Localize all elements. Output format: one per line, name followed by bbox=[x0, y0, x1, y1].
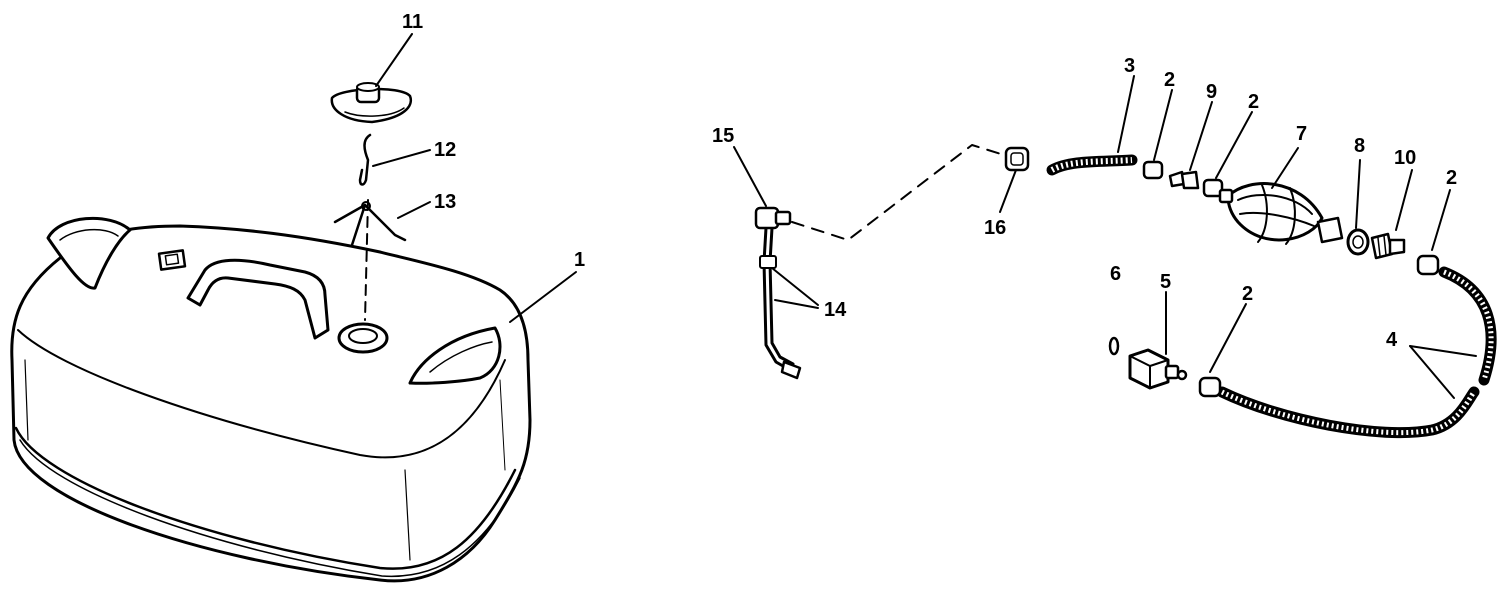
callout-10: 10 bbox=[1394, 147, 1416, 169]
callout-1: 1 bbox=[574, 249, 585, 271]
fitting-10 bbox=[1370, 232, 1406, 260]
callout-11: 11 bbox=[402, 11, 423, 33]
callout-14: 14 bbox=[824, 299, 847, 321]
callout-13: 13 bbox=[434, 191, 456, 213]
callout-6: 6 bbox=[1110, 263, 1121, 285]
fuel-pickup bbox=[754, 206, 802, 380]
callout-9: 9 bbox=[1206, 81, 1217, 103]
cap-chain bbox=[358, 133, 372, 186]
filler-cap bbox=[330, 82, 413, 124]
callout-2-d: 2 bbox=[1242, 283, 1253, 305]
callout-2-a: 2 bbox=[1164, 69, 1175, 91]
primer-bulb bbox=[1218, 182, 1344, 245]
connector-5 bbox=[1128, 348, 1188, 390]
clamp-2d bbox=[1198, 376, 1222, 398]
callout-2-b: 2 bbox=[1248, 91, 1259, 113]
callout-2-c: 2 bbox=[1446, 167, 1457, 189]
hose-3 bbox=[1046, 154, 1138, 176]
fuel-tank bbox=[10, 216, 532, 583]
clamp-2a bbox=[1142, 160, 1164, 180]
clamp-8 bbox=[1346, 228, 1370, 256]
clamp-2c bbox=[1416, 254, 1440, 276]
clamp-2b bbox=[1202, 178, 1224, 198]
callout-3: 3 bbox=[1124, 55, 1135, 77]
callout-7: 7 bbox=[1296, 123, 1307, 145]
fitting-9 bbox=[1168, 170, 1200, 190]
callout-12: 12 bbox=[434, 139, 456, 161]
spring-clip bbox=[333, 201, 407, 247]
o-ring-6 bbox=[1108, 336, 1120, 356]
callout-4: 4 bbox=[1386, 329, 1398, 351]
callout-5: 5 bbox=[1160, 271, 1171, 293]
fitting-16 bbox=[1004, 146, 1030, 172]
callout-16: 16 bbox=[984, 217, 1006, 239]
callout-15: 15 bbox=[712, 125, 734, 147]
hose-4 bbox=[1216, 266, 1497, 439]
callout-8: 8 bbox=[1354, 135, 1365, 157]
